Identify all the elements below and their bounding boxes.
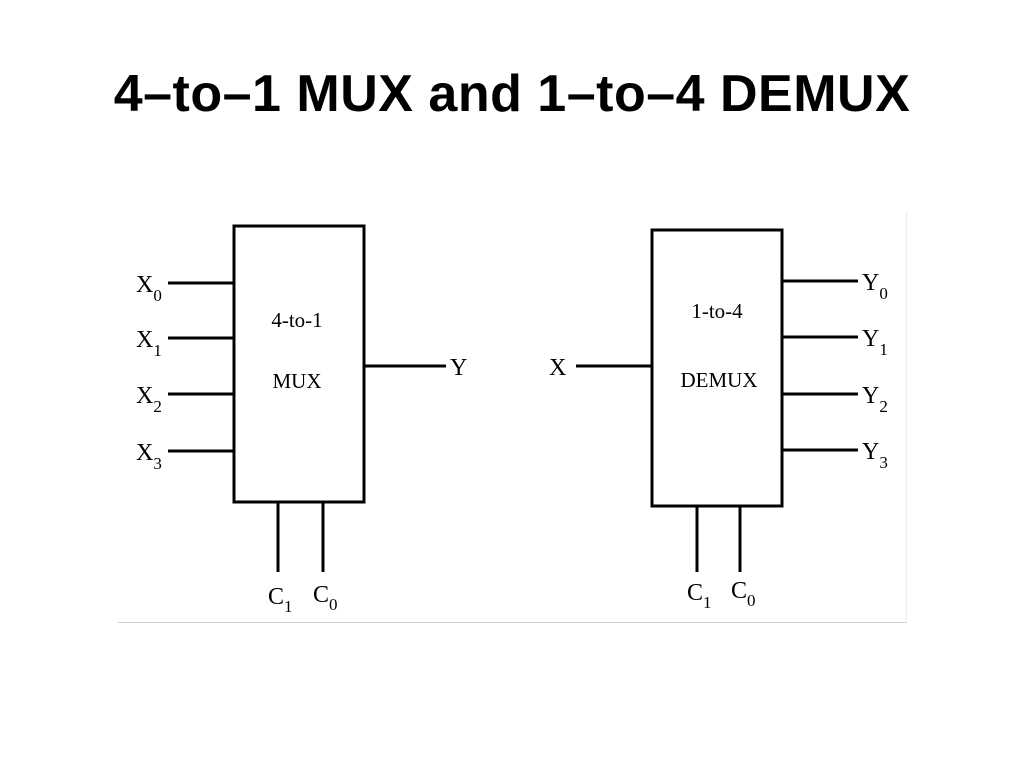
mux-select-label-c1: C1 [268,584,293,616]
demux-input-label: X [549,355,566,381]
mux-box-label-line2: MUX [272,369,321,393]
mux-input-label-3: X3 [136,440,162,473]
mux-input-label-1: X1 [136,327,162,360]
mux-box-label-line1: 4-to-1 [271,308,322,332]
demux-box-label-line2: DEMUX [681,368,758,392]
demux-box [650,228,784,508]
mux-input-label-2: X2 [136,383,162,416]
demux-output-label-3: Y3 [862,439,888,472]
demux-output-label-1: Y1 [862,326,888,359]
slide-title: 4–to–1 MUX and 1–to–4 DEMUX [113,65,911,123]
demux-select-label-c1: C1 [687,580,712,612]
mux-box [232,224,366,504]
demux-select-label-c0: C0 [731,578,756,610]
demux-output-label-2: Y2 [862,383,888,416]
mux-select-label-c0: C0 [313,582,338,614]
mux-block: 4-to-1 MUX X0 X1 X2 X3 Y C1 C0 [136,224,467,616]
mux-input-label-0: X0 [136,272,162,305]
demux-block: 1-to-4 DEMUX X Y0 Y1 Y2 Y3 C1 C0 [549,228,888,612]
mux-output-label: Y [450,355,467,381]
demux-box-label-line1: 1-to-4 [691,299,743,323]
demux-output-label-0: Y0 [862,270,888,303]
